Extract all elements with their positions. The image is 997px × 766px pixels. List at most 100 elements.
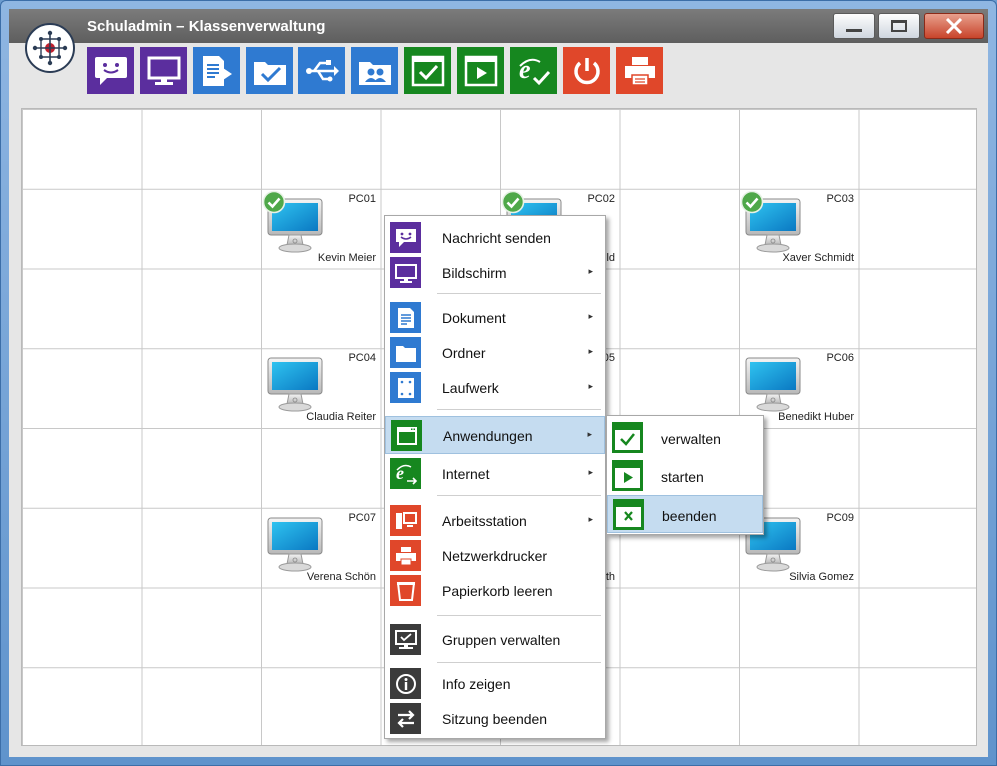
menu-item-internet[interactable]: e Internet ▸ bbox=[385, 456, 605, 491]
toolbar-usb-button[interactable] bbox=[298, 47, 345, 94]
menu-item-nachricht-senden[interactable]: Nachricht senden bbox=[385, 220, 605, 255]
app-play-icon bbox=[612, 460, 643, 491]
toolbar-user-folder-button[interactable] bbox=[351, 47, 398, 94]
menu-item-sitzung-beenden[interactable]: Sitzung beenden bbox=[385, 701, 605, 736]
online-check-icon bbox=[501, 190, 525, 214]
computer-user: Claudia Reiter bbox=[306, 411, 376, 424]
menu-item-papierkorb-leeren[interactable]: Papierkorb leeren bbox=[385, 573, 605, 608]
document-icon bbox=[390, 302, 421, 333]
application-icon bbox=[391, 420, 422, 451]
computer-user: Verena Schön bbox=[306, 570, 376, 583]
toolbar-print-button[interactable] bbox=[616, 47, 663, 94]
menu-separator bbox=[437, 409, 601, 410]
toolbar-document-button[interactable] bbox=[193, 47, 240, 94]
menu-separator bbox=[437, 615, 601, 616]
toolbar-folder-button[interactable] bbox=[246, 47, 293, 94]
close-icon bbox=[945, 18, 963, 34]
message-icon bbox=[94, 56, 127, 85]
menu-item-laufwerk[interactable]: Laufwerk ▸ bbox=[385, 370, 605, 405]
window-title: Schuladmin – Klassenverwaltung bbox=[87, 18, 326, 35]
message-icon bbox=[390, 222, 421, 253]
app-logo-icon bbox=[25, 23, 75, 73]
menu-item-dokument[interactable]: Dokument ▸ bbox=[385, 300, 605, 335]
submenu-item-verwalten[interactable]: verwalten bbox=[607, 419, 763, 457]
computer-name: PC01 bbox=[348, 192, 376, 205]
online-check-icon bbox=[262, 190, 286, 214]
submenu-arrow-icon: ▸ bbox=[587, 429, 592, 439]
computer-name: PC07 bbox=[348, 511, 376, 524]
menu-item-bildschirm[interactable]: Bildschirm ▸ bbox=[385, 255, 605, 290]
group-monitor-icon bbox=[390, 624, 421, 655]
svg-text:e: e bbox=[519, 55, 531, 84]
computer-monitor-icon bbox=[267, 517, 323, 572]
minimize-icon bbox=[846, 28, 862, 32]
menu-separator bbox=[437, 495, 601, 496]
close-button[interactable] bbox=[924, 13, 984, 39]
menu-separator bbox=[437, 662, 601, 663]
maximize-icon bbox=[891, 20, 907, 32]
computer-user: ld bbox=[606, 251, 615, 264]
toolbar-message-button[interactable] bbox=[87, 47, 134, 94]
app-check-icon bbox=[612, 422, 643, 453]
submenu-arrow-icon: ▸ bbox=[588, 467, 593, 477]
menu-item-netzwerkdrucker[interactable]: Netzwerkdrucker bbox=[385, 538, 605, 573]
svg-text:e: e bbox=[396, 463, 404, 483]
info-icon bbox=[390, 668, 421, 699]
online-check-icon bbox=[740, 190, 764, 214]
computer-user: Benedikt Huber bbox=[778, 411, 854, 424]
submenu-arrow-icon: ▸ bbox=[588, 346, 593, 356]
toolbar-monitor-button[interactable] bbox=[140, 47, 187, 94]
submenu-arrow-icon: ▸ bbox=[588, 311, 593, 321]
app-check-icon bbox=[411, 55, 444, 86]
submenu-arrow-icon: ▸ bbox=[588, 266, 593, 276]
menu-item-gruppen-verwalten[interactable]: Gruppen verwalten bbox=[385, 622, 605, 657]
menu-item-ordner[interactable]: Ordner ▸ bbox=[385, 335, 605, 370]
logout-arrows-icon bbox=[390, 703, 421, 734]
printer-icon bbox=[624, 56, 655, 86]
monitor-icon bbox=[147, 56, 180, 85]
computer-name: PC09 bbox=[826, 511, 854, 524]
internet-check-icon: e bbox=[519, 55, 550, 85]
title-bar[interactable]: Schuladmin – Klassenverwaltung bbox=[9, 9, 988, 43]
usb-icon bbox=[305, 59, 339, 81]
menu-item-arbeitsstation[interactable]: Arbeitsstation ▸ bbox=[385, 503, 605, 538]
folder-check-icon bbox=[253, 61, 286, 85]
computer-monitor-icon bbox=[745, 357, 801, 412]
submenu-arrow-icon: ▸ bbox=[588, 514, 593, 524]
menu-item-info-zeigen[interactable]: Info zeigen bbox=[385, 666, 605, 701]
computer-user: Kevin Meier bbox=[317, 251, 376, 264]
toolbar-app-start-button[interactable] bbox=[457, 47, 504, 94]
maximize-button[interactable] bbox=[878, 13, 920, 39]
user-folder-icon bbox=[358, 61, 391, 85]
toolbar-shutdown-button[interactable] bbox=[563, 47, 610, 94]
folder-icon bbox=[390, 337, 421, 368]
context-menu: Nachricht senden Bildschirm ▸ Dokument ▸… bbox=[384, 215, 606, 739]
menu-item-anwendungen[interactable]: Anwendungen ▸ bbox=[385, 416, 605, 454]
computer-name: PC02 bbox=[587, 192, 615, 205]
computer-user: th bbox=[605, 570, 615, 583]
power-icon bbox=[573, 57, 600, 84]
computer-name: PC04 bbox=[348, 352, 376, 365]
submenu-item-beenden[interactable]: beenden bbox=[607, 495, 763, 533]
applications-submenu: verwalten starten beenden bbox=[606, 415, 764, 535]
internet-icon: e bbox=[390, 458, 421, 489]
monitor-icon bbox=[390, 257, 421, 288]
computer-monitor-icon bbox=[267, 357, 323, 412]
toolbar-app-manage-button[interactable] bbox=[404, 47, 451, 94]
menu-separator bbox=[437, 293, 601, 294]
submenu-item-starten[interactable]: starten bbox=[607, 457, 763, 495]
app-close-icon bbox=[613, 499, 644, 530]
computer-name: PC03 bbox=[826, 192, 854, 205]
computer-user: Xaver Schmidt bbox=[782, 251, 854, 264]
minimize-button[interactable] bbox=[833, 13, 875, 39]
printer-icon bbox=[390, 540, 421, 571]
toolbar-internet-button[interactable]: e bbox=[510, 47, 557, 94]
workstation-icon bbox=[390, 505, 421, 536]
